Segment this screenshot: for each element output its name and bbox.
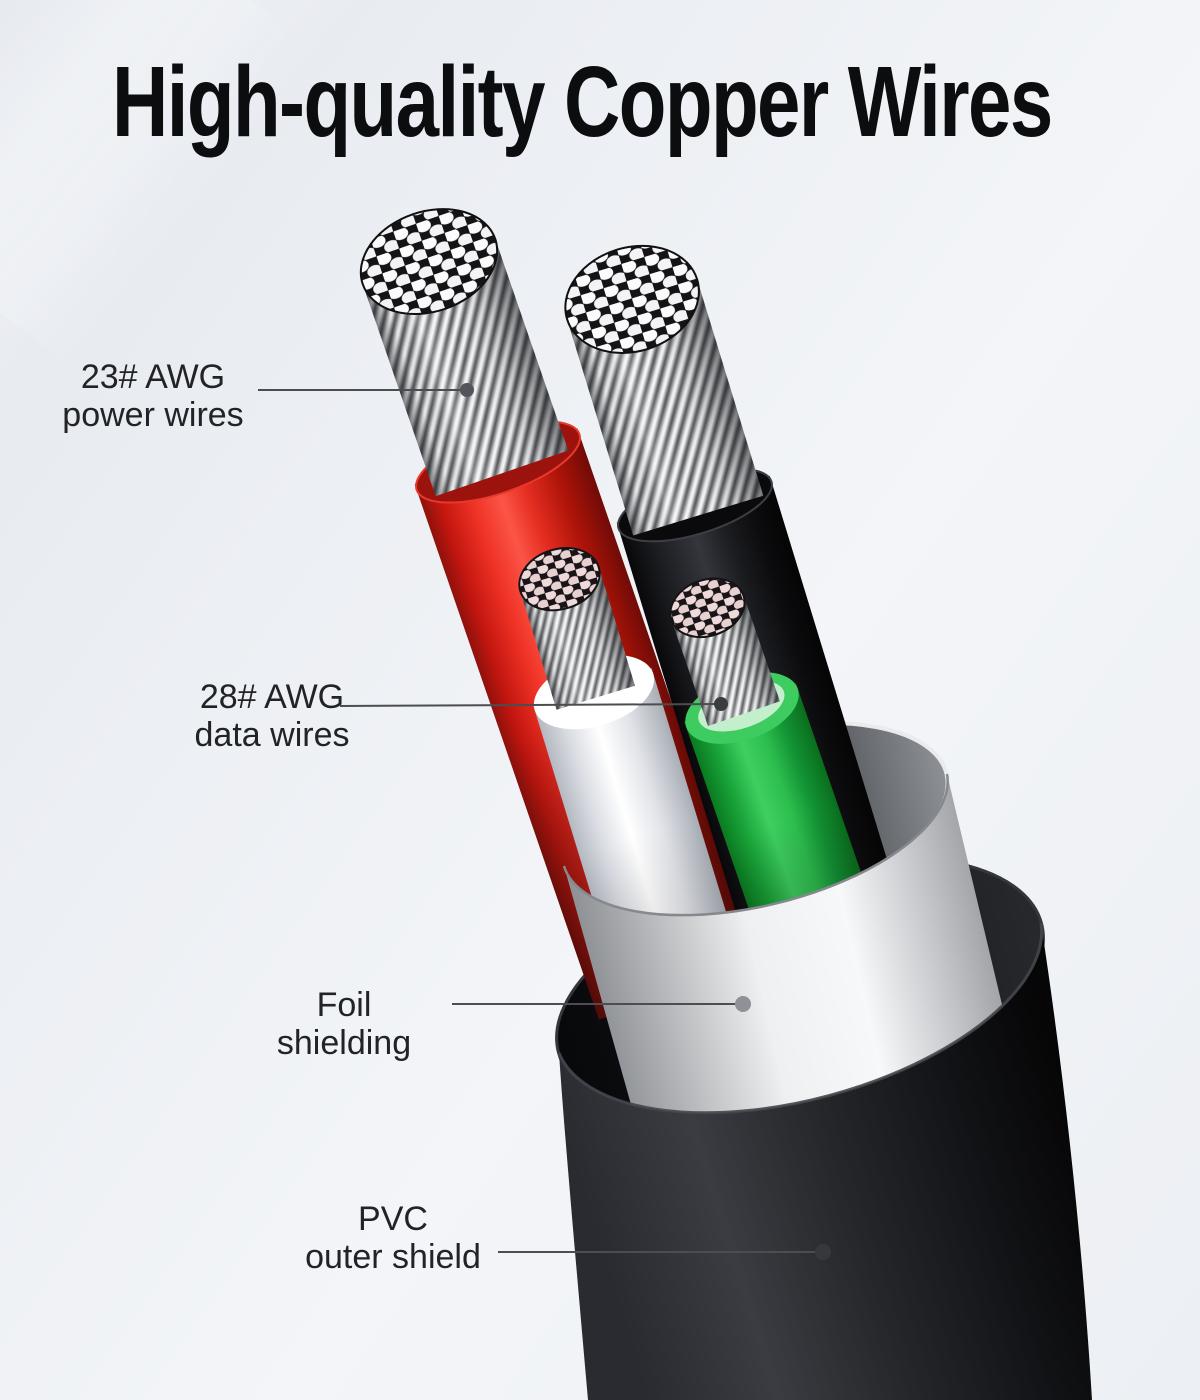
leader-lines xyxy=(258,383,831,1260)
page-title: High-quality Copper Wires xyxy=(112,46,1053,158)
label-data-wires-line2: data wires xyxy=(194,716,350,754)
copper-strand-top-face xyxy=(359,208,499,316)
leader-line-data-wires xyxy=(339,703,719,707)
label-pvc-outer-shield-line2: outer shield xyxy=(305,1238,481,1276)
copper-strand-top-face xyxy=(669,577,746,638)
pvc-jacket-front xyxy=(559,923,1092,1400)
label-data-wires-line1: 28# AWG xyxy=(199,678,345,716)
label-power-wires-line2: power wires xyxy=(62,396,244,434)
cable-cutaway xyxy=(359,208,1092,1400)
label-foil-shielding: Foil shielding xyxy=(248,986,440,1062)
label-pvc-outer-shield: PVC outer shield xyxy=(282,1200,504,1276)
copper-strand-top-face xyxy=(518,547,601,612)
leader-dot-foil-shielding xyxy=(735,996,751,1012)
leader-dot-power-wires xyxy=(460,383,474,397)
label-foil-shielding-line1: Foil shielding xyxy=(276,986,412,1062)
label-data-wires: 28# AWG data wires xyxy=(160,678,384,754)
label-power-wires: 23# AWG power wires xyxy=(38,358,268,434)
leader-dot-data-wires xyxy=(714,697,728,711)
label-pvc-outer-shield-line1: PVC xyxy=(358,1200,428,1238)
label-power-wires-line1: 23# AWG xyxy=(80,358,226,396)
data-wire-green xyxy=(669,577,885,979)
pvc-jacket-rim-edge xyxy=(557,922,1044,1115)
foil-shield-rim-edge xyxy=(562,773,949,917)
copper-strand-top-face xyxy=(564,244,700,354)
leader-dot-pvc-outer-shield xyxy=(815,1244,831,1260)
